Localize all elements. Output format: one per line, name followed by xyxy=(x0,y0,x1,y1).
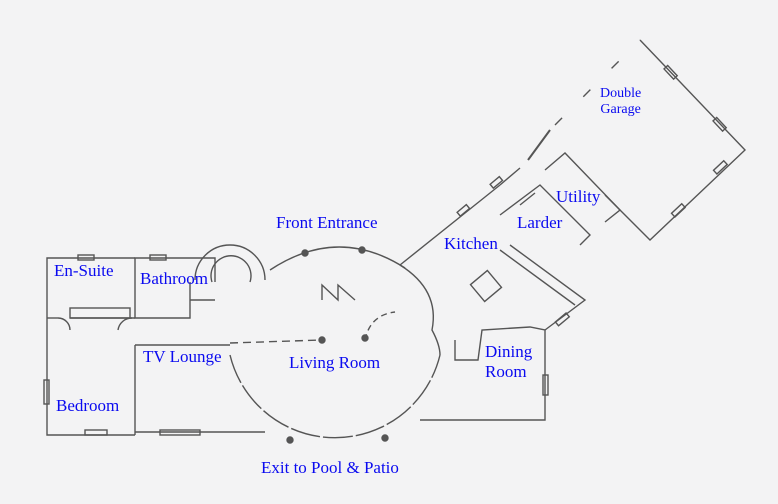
label-utility: Utility xyxy=(556,187,601,206)
label-tv-lounge: TV Lounge xyxy=(143,347,222,366)
label-dining-room-line1: Dining xyxy=(485,342,533,361)
kitchen-outer-wall xyxy=(399,184,501,266)
label-en-suite: En-Suite xyxy=(54,261,114,280)
spiral-stair xyxy=(194,244,266,281)
label-bedroom: Bedroom xyxy=(56,396,120,415)
utility-walls xyxy=(544,152,622,223)
garage-walls xyxy=(604,39,746,241)
label-front-entrance: Front Entrance xyxy=(276,213,378,232)
front-entrance-arc xyxy=(269,246,406,271)
label-double-garage-line2: Garage xyxy=(600,102,641,118)
label-bathroom: Bathroom xyxy=(140,269,208,288)
label-double-garage-line1: Double xyxy=(600,86,642,101)
label-living-room: Living Room xyxy=(289,353,381,372)
larder-walls xyxy=(499,184,591,246)
label-double-garage: Double Garage xyxy=(600,86,641,118)
dining-walls xyxy=(420,326,546,421)
left-block-walls xyxy=(134,257,216,319)
label-exit-pool-patio: Exit to Pool & Patio xyxy=(261,458,399,477)
living-room-arc xyxy=(229,354,441,439)
kitchen-right-wall xyxy=(509,244,587,331)
label-dining-room: Dining Room xyxy=(485,342,532,381)
label-kitchen: Kitchen xyxy=(444,234,498,253)
label-dining-room-line2: Room xyxy=(485,361,527,381)
label-larder: Larder xyxy=(517,213,563,232)
